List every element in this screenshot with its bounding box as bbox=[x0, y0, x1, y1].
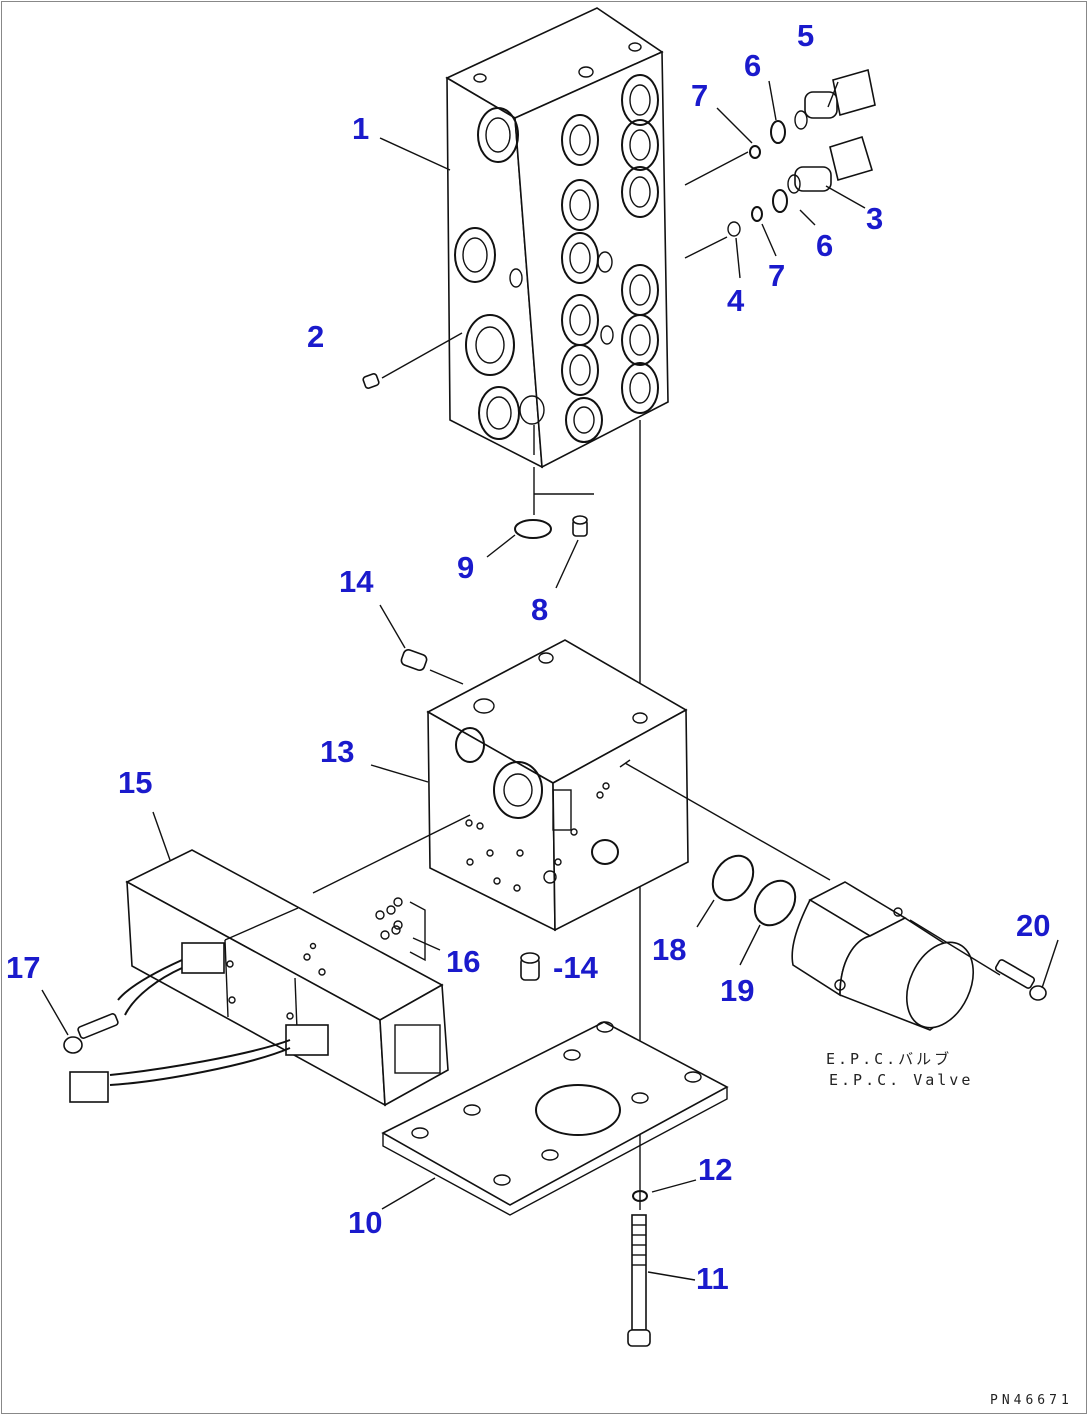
callout-19: 19 bbox=[720, 973, 755, 1008]
epc-caption-jp: E.P.C.バルブ bbox=[826, 1050, 953, 1068]
callout-20: 20 bbox=[1016, 908, 1051, 943]
callout-7b: 7 bbox=[768, 258, 786, 293]
bolt-20 bbox=[994, 959, 1047, 1001]
callout-10: 10 bbox=[348, 1205, 383, 1240]
o-ring-9 bbox=[514, 519, 552, 539]
callout-7a: 7 bbox=[691, 78, 709, 113]
callout-13: 13 bbox=[320, 734, 355, 769]
main-valve-block bbox=[445, 7, 669, 469]
plug-14-upper bbox=[400, 648, 428, 672]
drawing-code: PN46671 bbox=[990, 1393, 1073, 1408]
plug-8 bbox=[572, 515, 588, 537]
callout-6b: 6 bbox=[816, 228, 834, 263]
callout-11: 11 bbox=[696, 1261, 729, 1296]
callout-16: 16 bbox=[446, 944, 481, 979]
o-ring-6-lower bbox=[772, 189, 788, 213]
plug-2 bbox=[362, 373, 380, 389]
bolt-11 bbox=[627, 1214, 651, 1347]
callout-14b: -14 bbox=[553, 950, 598, 985]
plate-16 bbox=[375, 897, 426, 962]
callout-14a: 14 bbox=[339, 564, 374, 599]
plug-3 bbox=[787, 135, 873, 194]
epc-valve bbox=[791, 881, 974, 1031]
callout-15: 15 bbox=[118, 765, 153, 800]
callout-17: 17 bbox=[6, 950, 41, 985]
o-ring-18 bbox=[711, 854, 755, 902]
ball-4 bbox=[727, 221, 741, 237]
epc-caption-en: E.P.C. Valve bbox=[829, 1071, 974, 1089]
callout-3: 3 bbox=[866, 201, 884, 236]
callout-6a: 6 bbox=[744, 48, 762, 83]
callout-5: 5 bbox=[797, 18, 815, 53]
base-plate bbox=[381, 1021, 729, 1216]
callout-9: 9 bbox=[457, 550, 475, 585]
callout-2: 2 bbox=[307, 319, 325, 354]
callout-12: 12 bbox=[698, 1152, 733, 1187]
callout-1: 1 bbox=[352, 111, 370, 146]
callout-4: 4 bbox=[727, 283, 745, 318]
callout-8: 8 bbox=[531, 592, 549, 627]
o-ring-6-upper bbox=[770, 120, 786, 144]
o-ring-19 bbox=[753, 879, 797, 927]
washer-12 bbox=[632, 1190, 648, 1202]
callout-18: 18 bbox=[652, 932, 687, 967]
o-ring-7-upper bbox=[749, 145, 761, 159]
bolt-17 bbox=[63, 1013, 119, 1054]
sub-block bbox=[426, 639, 689, 932]
plug-14-lower bbox=[520, 952, 540, 981]
plug-5 bbox=[794, 68, 876, 130]
o-ring-7-lower bbox=[751, 206, 763, 222]
solenoid-valve bbox=[69, 849, 449, 1107]
